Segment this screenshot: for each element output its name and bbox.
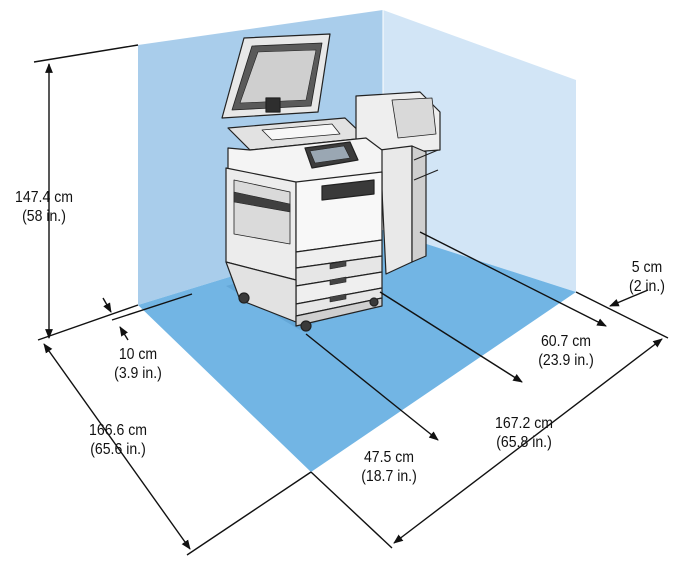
- machine-width-imperial: (23.9 in.): [538, 352, 594, 369]
- left-depth-dimension-line: [43, 343, 191, 550]
- right-clearance-arrow: [609, 289, 649, 307]
- right-width-label: 167.2 cm (65.8 in.): [482, 414, 566, 452]
- front-clearance-imperial: (18.7 in.): [361, 468, 417, 485]
- printer-illustration: [221, 33, 441, 332]
- right-width-imperial: (65.8 in.): [496, 434, 552, 451]
- right-clearance-label: 5 cm (2 in.): [618, 258, 676, 296]
- left-depth-imperial: (65.6 in.): [90, 441, 146, 458]
- right-width-metric: 167.2 cm: [495, 415, 553, 432]
- left-clearance-imperial: (3.9 in.): [114, 365, 162, 382]
- left-depth-metric: 166.6 cm: [89, 422, 147, 439]
- height-metric: 147.4 cm: [15, 189, 73, 206]
- height-label: 147.4 cm (58 in.): [7, 188, 81, 226]
- right-clearance-metric: 5 cm: [631, 259, 663, 276]
- front-clearance-metric: 47.5 cm: [363, 449, 415, 466]
- right-width-dimension-line: [393, 338, 663, 544]
- front-clearance-label: 47.5 cm (18.7 in.): [349, 448, 428, 486]
- side-wall: [383, 10, 576, 292]
- machine-width-label: 60.7 cm (23.9 in.): [527, 332, 604, 370]
- height-imperial: (58 in.): [22, 208, 66, 225]
- right-clearance-imperial: (2 in.): [629, 278, 665, 295]
- left-clearance-arrow-a: [102, 297, 112, 313]
- machine-width-arrow: [419, 231, 607, 327]
- left-clearance-metric: 10 cm: [118, 346, 158, 363]
- left-depth-label: 166.6 cm (65.6 in.): [76, 421, 160, 459]
- left-clearance-arrow-b: [119, 326, 129, 341]
- machine-width-metric: 60.7 cm: [540, 333, 592, 350]
- left-clearance-label: 10 cm (3.9 in.): [103, 345, 173, 383]
- dimension-lines: [33, 44, 669, 556]
